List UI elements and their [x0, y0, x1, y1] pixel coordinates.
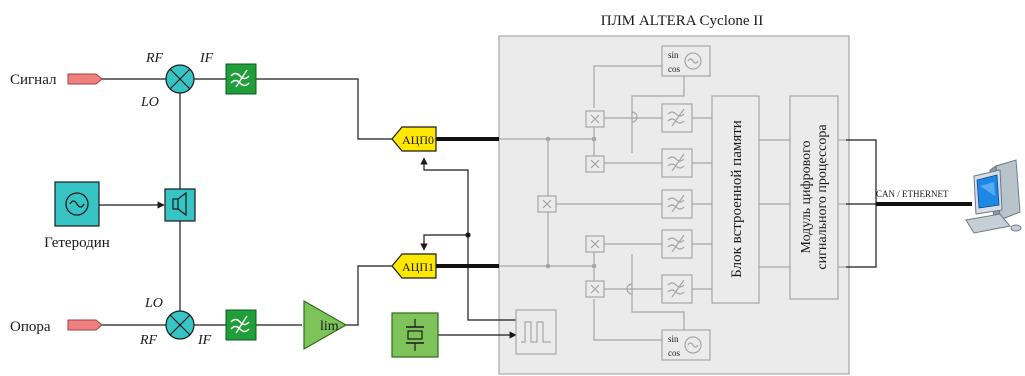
bus-label: CAN / ETHERNET	[876, 189, 949, 199]
nco-top-sin: sin	[668, 50, 679, 60]
lowpass-filter-icon	[225, 63, 257, 95]
limiter-block: lim	[303, 299, 348, 351]
adc0-block: АЦП0	[391, 126, 437, 152]
reference-connector	[67, 319, 103, 331]
mixer-top-if: IF	[199, 51, 214, 66]
memory-block	[711, 95, 760, 304]
dsp-label-line1: Модуль цифрового	[799, 140, 814, 253]
computer-icon	[965, 159, 1022, 234]
digital-filter-icon	[661, 274, 693, 304]
adc0-label: АЦП0	[402, 133, 434, 147]
fpga-title: ПЛМ ALTERA Cyclone II	[601, 13, 764, 29]
digital-filter-icon	[661, 229, 693, 259]
external-wiring	[98, 78, 877, 339]
mixer-icon	[165, 310, 195, 340]
digital-filter-icon	[661, 148, 693, 178]
multiplier-4	[585, 280, 605, 298]
oscillator-label: Гетеродин	[44, 235, 110, 251]
memory-label: Блок встроенной памяти	[729, 120, 745, 278]
multiplier-mid	[537, 195, 557, 213]
clock-divider-icon	[515, 309, 557, 355]
nco-bottom-sin: sin	[668, 334, 679, 344]
dsp-block	[789, 95, 839, 300]
mixer-icon	[165, 64, 195, 94]
adc1-label: АЦП1	[402, 260, 434, 274]
signal-connector	[67, 73, 103, 85]
mixer-bottom-rf: RF	[139, 333, 158, 348]
signal-label: Сигнал	[10, 72, 57, 88]
reference-label: Опора	[10, 319, 51, 335]
adc1-block: АЦП1	[391, 253, 437, 279]
phase-shifter-icon	[164, 188, 196, 222]
nco-top: sin cos	[661, 45, 711, 77]
multiplier-3	[585, 235, 605, 253]
lowpass-filter-icon	[225, 309, 257, 341]
dsp-label-line2: сигнального процессора	[815, 124, 830, 270]
multiplier-1	[585, 110, 605, 128]
digital-filter-icon	[661, 189, 693, 219]
nco-bottom-cos: cos	[668, 348, 680, 358]
nco-bottom: sin cos	[661, 329, 711, 361]
oscillator-icon	[54, 181, 100, 227]
digital-filter-icon	[661, 103, 693, 133]
limiter-label: lim	[320, 319, 339, 334]
nco-top-cos: cos	[668, 64, 680, 74]
crystal-icon	[391, 312, 439, 358]
mixer-bottom-if: IF	[197, 333, 212, 348]
mixer-top-lo: LO	[140, 95, 159, 110]
multiplier-2	[585, 155, 605, 173]
mixer-bottom-lo: LO	[144, 296, 163, 311]
mixer-top-rf: RF	[145, 51, 164, 66]
fpga-wiring	[499, 65, 846, 341]
